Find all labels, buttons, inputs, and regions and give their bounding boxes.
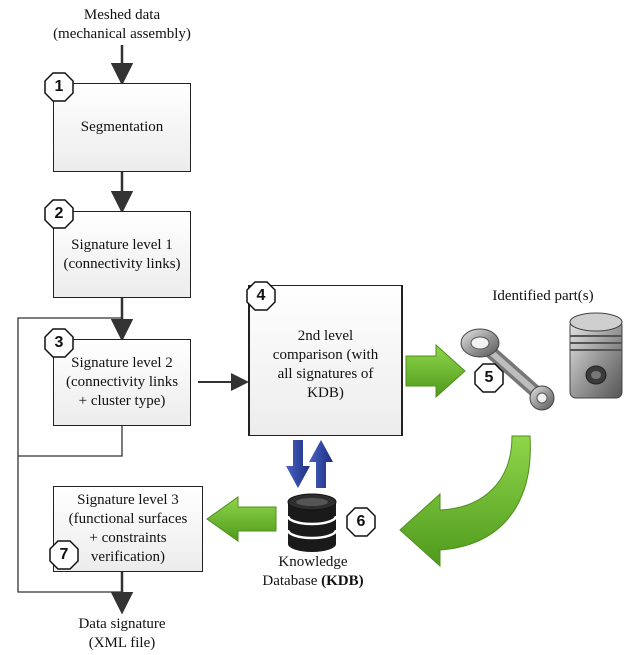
step-badge-3: 3 [44, 328, 74, 358]
loop-line [17, 317, 122, 593]
connecting-rod-icon [460, 328, 555, 411]
step-segmentation-label: Segmentation [80, 119, 164, 135]
step-segmentation-box: Segmentation [53, 83, 191, 172]
piston-icon [569, 312, 623, 399]
step-signature-level3-label: Signature level 3 (functional surfaces +… [68, 492, 188, 565]
step-comparison-box: 2nd level comparison (with all signature… [248, 285, 403, 436]
step-badge-1: 1 [44, 72, 74, 102]
green-arrow-to-parts [405, 343, 466, 399]
kdb-label-line1: Knowledge [278, 554, 348, 570]
database-icon [286, 493, 338, 552]
kdb-abbrev: (KDB) [321, 573, 364, 589]
step-signature-level3-box: Signature level 3 (functional surfaces +… [53, 486, 203, 572]
green-curved-arrow-to-kdb [399, 435, 531, 568]
input-label: Meshed data (mechanical assembly) [53, 7, 191, 42]
green-arrow-to-level3 [206, 496, 277, 542]
output-label: Data signature (XML file) [78, 616, 166, 651]
step-badge-7: 7 [49, 540, 79, 570]
step-badge-2: 2 [44, 199, 74, 229]
step-signature-level1-label: Signature level 1 (connectivity links) [63, 236, 181, 272]
kdb-label-text: Database [262, 573, 322, 589]
kdb-label-line2: Database (KDB) [248, 572, 378, 591]
step-badge-5: 5 [474, 363, 504, 393]
step-signature-level2-label: Signature level 2 (connectivity links + … [65, 355, 179, 409]
level2-bypass-line [18, 426, 123, 457]
step-signature-level2-box: Signature level 2 (connectivity links + … [53, 339, 191, 426]
kdb-label: Knowledge Database (KDB) [248, 553, 378, 591]
step-badge-4: 4 [246, 281, 276, 311]
blue-arrow-up [309, 440, 333, 488]
identified-parts-label: Identified part(s) [492, 288, 594, 304]
step-comparison-label: 2nd level comparison (with all signature… [272, 327, 379, 401]
step-badge-6: 6 [346, 507, 376, 537]
blue-arrow-down [286, 440, 310, 488]
step-signature-level1-box: Signature level 1 (connectivity links) [53, 211, 191, 298]
